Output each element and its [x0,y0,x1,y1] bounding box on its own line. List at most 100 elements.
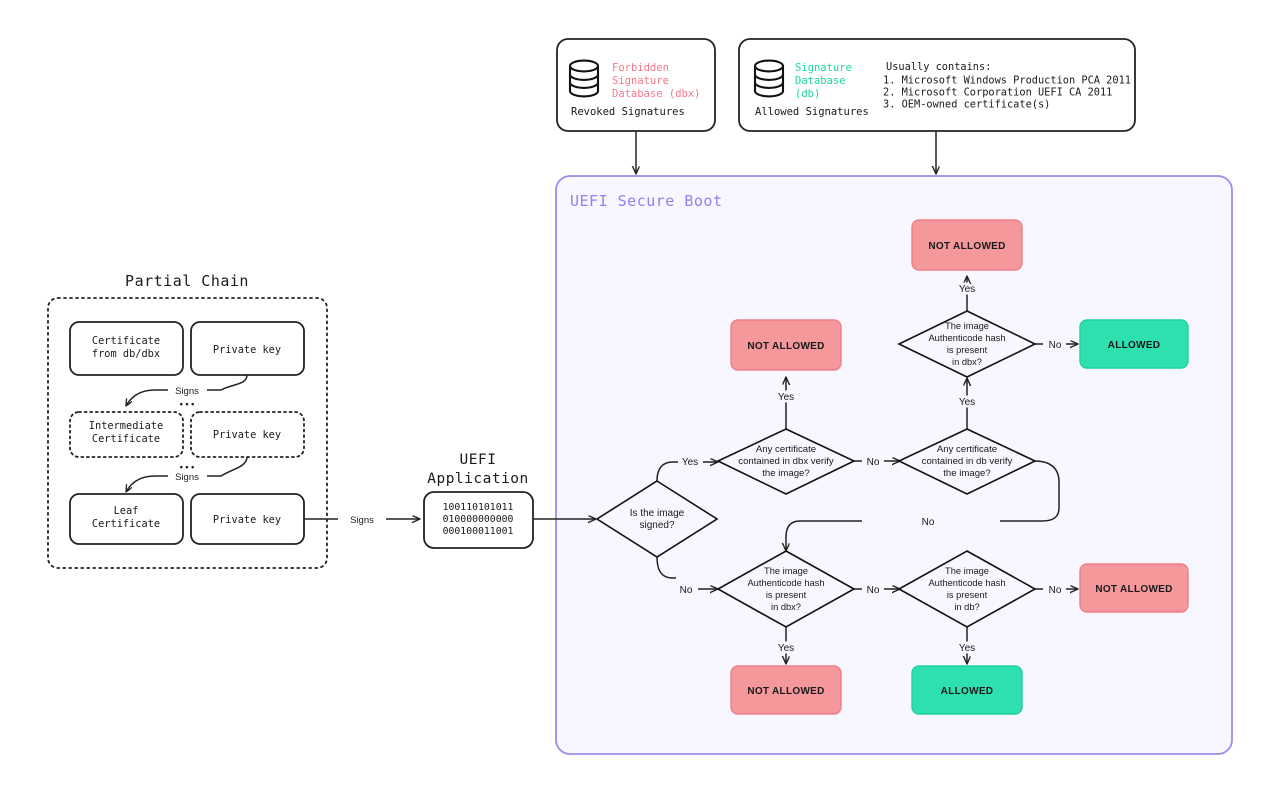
decision-hash-db-bottom-line-2: is present [947,590,988,600]
uefi-binary-1: 010000000000 [443,514,514,525]
uefi-app-title-0: UEFI [460,452,497,468]
terminal-label-5: ALLOWED [941,686,994,697]
db-note-3: 3. OEM-owned certificate(s) [883,99,1050,111]
decision-hash-dbx-bottom-line-0: The image [764,566,808,576]
terminal-not-allowed-bottom-right [1079,563,1189,613]
edge-cert-db-no [1000,460,1060,522]
decision-hash-in-dbx-bottom [716,550,856,628]
decision-hash-dbx-top-line-1: Authenticode hash [928,333,1005,343]
edge-label-yes-is-signed: Yes [682,457,698,468]
edge-label-yes-hash-dbx-bottom: Yes [778,643,794,654]
edge-label-yes-cert-db: Yes [959,397,975,408]
db-note-0: Usually contains: [886,61,991,73]
decision-is-signed [595,480,719,558]
decision-hash-dbx-top-line-3: in dbx? [952,357,982,367]
terminal-allowed-right [1079,319,1189,369]
uefi-application-box [423,491,534,549]
database-icon [568,59,600,98]
decision-hash-db-bottom-line-1: Authenticode hash [928,578,1005,588]
private-key-label-1: Private key [213,429,281,441]
db-card [738,38,1136,132]
intermediate-certificate-box [69,411,184,458]
dbx-title-line-2: Database (dbx) [612,88,701,100]
decision-cert-db-line-0: Any certificate [937,444,997,455]
db-title-line-0: Signature [795,62,852,74]
signs-arrow-0-tail [125,389,168,406]
edge-label-no-hash-dbx-top: No [1049,340,1062,351]
cert-row1-line1: Certificate [92,433,160,445]
decision-cert-dbx-line-0: Any certificate [756,444,816,455]
edge-label-yes-hash-db-bottom: Yes [959,643,975,654]
uefi-binary-0: 100110101011 [443,502,514,513]
database-icon [753,59,785,98]
secure-boot-title: UEFI Secure Boot [570,192,723,210]
leaf-certificate-box [69,493,184,545]
signs-arrow-1-tail [125,475,168,492]
chain-ellipsis-1: • • • [180,462,194,472]
cert-row0-line1: from db/dbx [92,348,160,360]
db-note-1: 1. Microsoft Windows Production PCA 2011 [883,75,1131,87]
decision-cert-in-db [897,428,1037,495]
decision-hash-dbx-bottom-line-3: in dbx? [771,602,801,612]
signs-label-1: Signs [175,472,199,483]
decision-cert-in-dbx [716,428,856,495]
uefi-binary-2: 000100011001 [443,526,514,537]
decision-cert-db-line-1: contained in db verify [922,456,1013,467]
edge-label-no-cert-dbx: No [867,457,880,468]
db-caption: Allowed Signatures [755,106,869,118]
uefi-app-title-1: Application [427,471,529,487]
terminal-label-2: ALLOWED [1108,340,1161,351]
db-title-line-1: Database [795,75,846,87]
decision-hash-in-dbx-top [897,310,1037,378]
dbx-title-line-0: Forbidden [612,62,669,74]
decision-hash-dbx-bottom-line-1: Authenticode hash [747,578,824,588]
terminal-label-3: NOT ALLOWED [1095,584,1172,595]
edge-label-yes-cert-dbx: Yes [778,392,794,403]
cert-row1-line0: Intermediate [89,420,163,432]
decision-hash-db-bottom-line-0: The image [945,566,989,576]
edge-is-signed-no [656,556,676,579]
signs-arrow-0 [207,374,248,391]
edge-label-no-is-signed: No [680,585,693,596]
decision-hash-db-bottom-line-3: in db? [954,602,979,612]
edge-is-signed-yes [656,461,678,482]
terminal-label-1: NOT ALLOWED [747,341,824,352]
decision-hash-dbx-top-line-2: is present [947,345,988,355]
cert-row2-line0: Leaf [114,505,139,517]
decision-cert-db-line-2: the image? [943,468,990,479]
edge-label-no-hash-dbx-bottom: No [867,585,880,596]
db-note-2: 2. Microsoft Corporation UEFI CA 2011 [883,87,1112,99]
db-title-line-2: (db) [795,88,820,100]
decision-hash-dbx-top-line-0: The image [945,321,989,331]
chain-ellipsis-0: • • • [180,399,194,409]
dbx-title-line-1: Signature [612,75,669,87]
cert-row0-line0: Certificate [92,335,160,347]
signs-arrow-1 [207,456,248,477]
edge-label-no-hash-db-bottom: No [1049,585,1062,596]
edge-cert-db-no-2 [786,520,862,551]
decision-is-signed-line-1: signed? [639,520,674,531]
decision-is-signed-line-0: Is the image [630,508,685,519]
decision-hash-dbx-bottom-line-2: is present [766,590,807,600]
uefi-signs-label: Signs [350,515,374,526]
dbx-caption: Revoked Signatures [571,106,685,118]
terminal-allowed-bottom [911,665,1023,715]
certificate-from-db-dbx-box [69,321,184,376]
edge-label-yes-hash-dbx-top: Yes [959,284,975,295]
terminal-label-4: NOT ALLOWED [747,686,824,697]
decision-hash-in-db-bottom [897,550,1037,628]
terminal-not-allowed-bottom-left [730,665,842,715]
terminal-not-allowed-top-right [911,219,1023,271]
signs-label-0: Signs [175,386,199,397]
cert-row2-line1: Certificate [92,518,160,530]
partial-chain-title: Partial Chain [125,272,249,290]
private-key-label-2: Private key [213,514,281,526]
secure-boot-container [555,175,1233,755]
terminal-not-allowed-top-left [730,319,842,371]
decision-cert-dbx-line-1: contained in dbx verify [738,456,834,467]
decision-cert-dbx-line-2: the image? [762,468,809,479]
terminal-label-0: NOT ALLOWED [928,241,1005,252]
edge-label-no-cert-db: No [922,517,935,528]
